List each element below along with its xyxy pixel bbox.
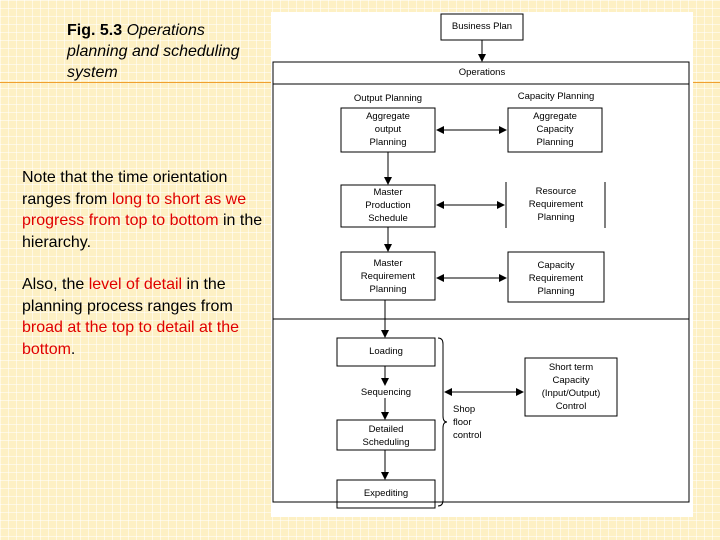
explanation-notes: Note that the time orientation ranges fr… bbox=[22, 167, 267, 381]
flowchart-lines bbox=[272, 13, 690, 509]
note2-highlight-2: broad at the top to detail at the bottom bbox=[22, 319, 240, 358]
detailed-scheduling-label: Detailed Scheduling bbox=[362, 424, 410, 448]
shop-floor-brace bbox=[437, 337, 448, 507]
operations-frame bbox=[272, 61, 690, 503]
note-paragraph-1: Note that the time orientation ranges fr… bbox=[22, 167, 267, 253]
business-plan-label: Business Plan bbox=[451, 21, 513, 32]
detailed-scheduling-box bbox=[336, 419, 436, 451]
aggregate-output-label: Aggregate output Planning bbox=[366, 111, 410, 148]
note2-text-b: in the planning process ranges from bbox=[22, 276, 233, 315]
capacity-requirement-label: Capacity Requirement Planning bbox=[528, 260, 584, 297]
aggregate-capacity-label: Aggregate Capacity Planning bbox=[533, 111, 577, 148]
note1-highlight: long to short as we progress from top to… bbox=[22, 190, 247, 230]
master-requirement-label: Master Requirement Planning bbox=[360, 258, 416, 295]
short-term-capacity-label: Short term Capacity (Input/Output) Contr… bbox=[541, 362, 601, 412]
note2-text-a: Also, the bbox=[22, 276, 89, 293]
sequencing-label: Sequencing bbox=[360, 387, 412, 398]
resource-requirement-label: Resource Requirement Planning bbox=[528, 186, 584, 223]
aggregate-capacity-box bbox=[507, 107, 603, 153]
master-production-label: Master Production Schedule bbox=[365, 187, 411, 224]
note2-text-c: . bbox=[70, 340, 76, 358]
operations-label: Operations bbox=[458, 67, 506, 78]
figure-number: Fig. 5.3 bbox=[67, 22, 123, 39]
short-term-capacity-box bbox=[524, 357, 618, 417]
loading-box bbox=[336, 337, 436, 367]
note2-highlight-1: level of detail bbox=[88, 276, 183, 293]
shop-floor-control-label: Shop floor control bbox=[453, 404, 482, 441]
capacity-planning-heading: Capacity Planning bbox=[517, 91, 595, 102]
note1-text-b: in the hierarchy. bbox=[22, 212, 263, 251]
note1-text-a: Note that the time orientation ranges fr… bbox=[22, 169, 228, 208]
master-requirement-box bbox=[340, 251, 436, 301]
capacity-requirement-box bbox=[507, 251, 605, 303]
output-planning-heading: Output Planning bbox=[353, 93, 423, 104]
expediting-label: Expediting bbox=[363, 488, 409, 499]
loading-label: Loading bbox=[369, 346, 403, 357]
expediting-box bbox=[336, 479, 436, 509]
flowchart-diagram: Business Plan Operations Output Planning… bbox=[271, 12, 693, 517]
figure-title: Operations planning and scheduling syste… bbox=[67, 22, 240, 81]
note-paragraph-2: Also, the level of detail in the plannin… bbox=[22, 274, 267, 360]
figure-caption: Fig. 5.3 Operations planning and schedul… bbox=[67, 20, 267, 83]
